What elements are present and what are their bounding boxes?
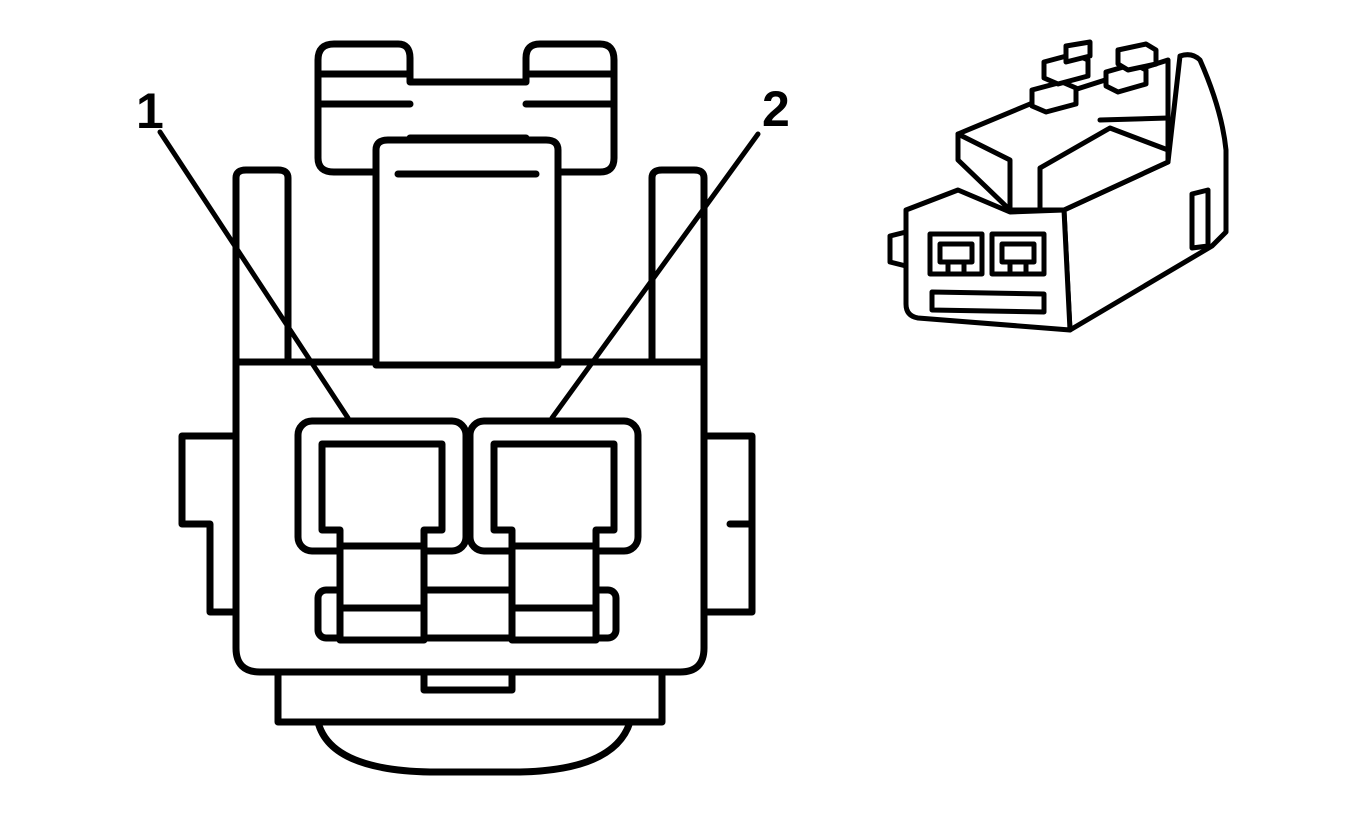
callout-1-label: 1 (136, 83, 164, 139)
iso-latch-right-2 (1115, 41, 1159, 73)
connector-left-side-tab (178, 432, 240, 616)
iso-right-side (1061, 52, 1229, 333)
iso-top-edge (955, 131, 1013, 213)
terminal-cavity-1 (294, 417, 470, 555)
callout-2-leader (549, 131, 761, 421)
connector-bottom-dome (314, 718, 634, 776)
callout-2-label: 2 (762, 81, 790, 137)
iso-left-nub (887, 229, 909, 269)
connector-left-post (232, 166, 292, 369)
connector-right-post (648, 166, 708, 369)
iso-lower-slot (929, 289, 1047, 315)
connector-front-view: 1 2 (136, 40, 790, 776)
iso-right-clip (1189, 187, 1211, 251)
iso-cavity-1-inner (937, 241, 975, 277)
terminal-cavity-2 (466, 417, 642, 555)
connector-center-column (372, 136, 562, 369)
iso-top-slot (1037, 115, 1171, 213)
iso-latch-left-3 (1063, 39, 1093, 65)
terminal-1-lower-slot (336, 542, 428, 644)
callout-1-leader (157, 129, 351, 421)
terminal-cavity-2-window (490, 440, 618, 550)
terminal-cavity-1-window (318, 440, 446, 550)
iso-cavity-2-inner (999, 241, 1037, 277)
iso-latch-left (1029, 79, 1079, 115)
connector-isometric-view (887, 39, 1229, 333)
terminal-2-lower-slot (508, 542, 600, 644)
